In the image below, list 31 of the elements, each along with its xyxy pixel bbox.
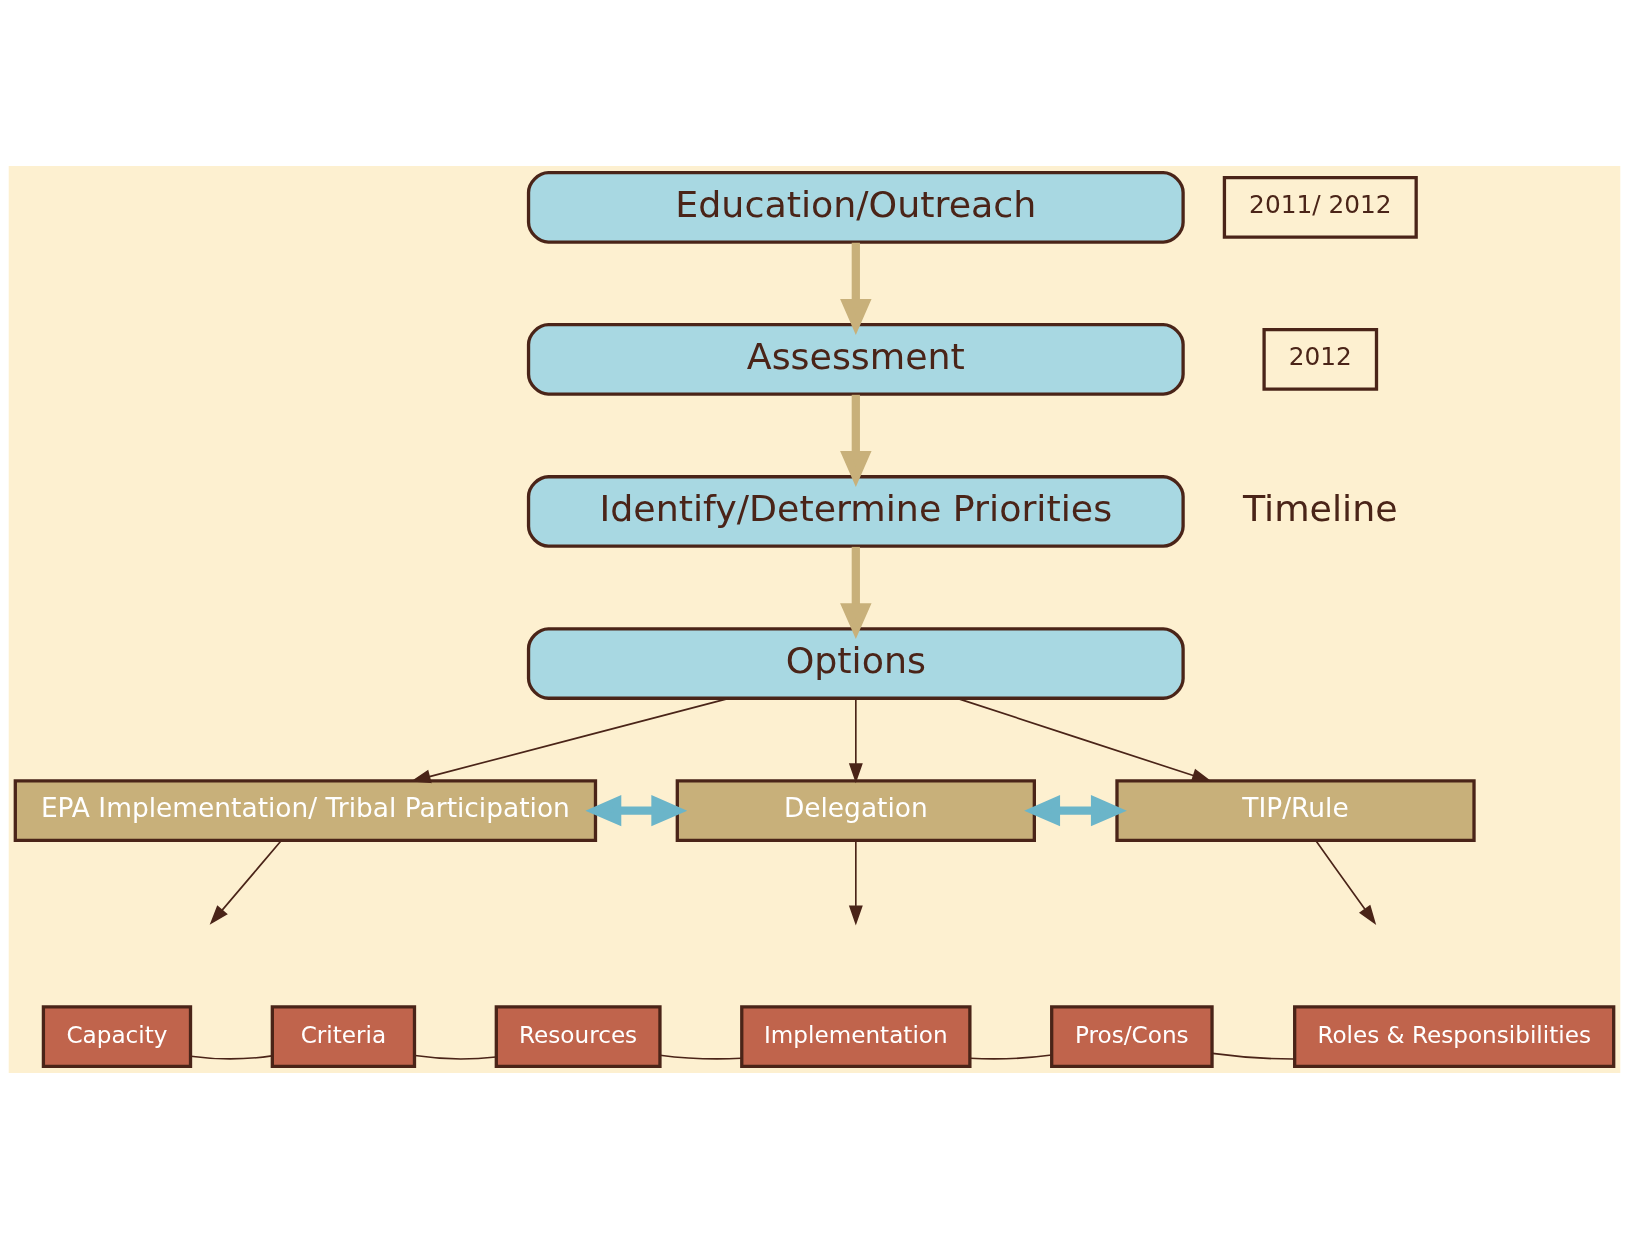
label: Timeline <box>1242 486 1398 530</box>
arrow <box>956 697 1212 782</box>
node-box: 2011/ 2012 <box>1222 175 1418 239</box>
node-box: Education/Outreach <box>526 170 1185 244</box>
node-box: Identify/Determine Priorities <box>526 474 1185 548</box>
node-box: EPA Implementation/ Tribal Participation <box>13 778 598 842</box>
connector <box>1211 1052 1296 1060</box>
arrow <box>848 697 863 783</box>
arrow <box>840 546 872 639</box>
connector <box>659 1053 742 1060</box>
node-box: Delegation <box>675 778 1036 842</box>
connector <box>190 1054 273 1060</box>
arrow <box>1024 794 1127 826</box>
arrow <box>848 839 863 925</box>
arrow <box>840 242 872 335</box>
node-box: Roles & Responsibilities <box>1293 1004 1616 1068</box>
node-box: Capacity <box>41 1004 193 1068</box>
node-box: Criteria <box>270 1004 417 1068</box>
node-box: TIP/Rule <box>1115 778 1476 842</box>
arrow <box>585 794 688 826</box>
node-box: Implementation <box>740 1004 972 1068</box>
arrow <box>1315 839 1377 925</box>
node-box: Pros/Cons <box>1050 1004 1214 1068</box>
node-box: 2012 <box>1262 327 1379 391</box>
arrow <box>209 839 282 925</box>
node-box: Options <box>526 626 1185 700</box>
node-box: Resources <box>494 1004 662 1068</box>
connector <box>969 1053 1053 1060</box>
arrow <box>840 394 872 487</box>
connector <box>414 1054 497 1060</box>
node-box: Assessment <box>526 322 1185 396</box>
